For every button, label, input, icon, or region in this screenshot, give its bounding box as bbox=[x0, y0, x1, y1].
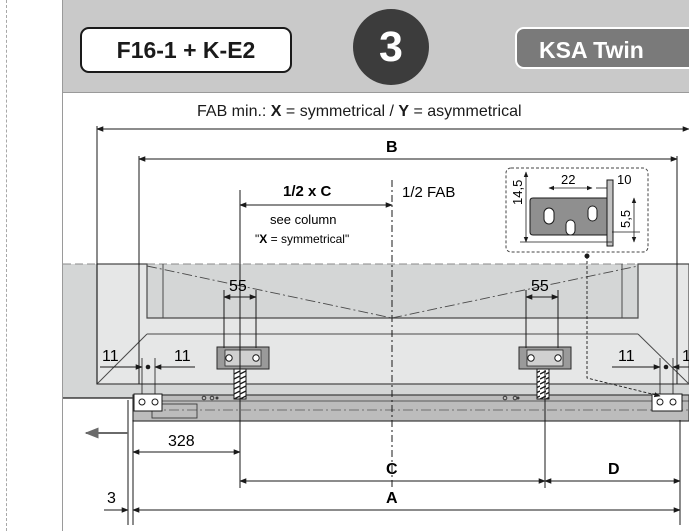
label-see-x: "X = symmetrical" bbox=[255, 232, 349, 246]
label-3: 3 bbox=[107, 490, 116, 507]
caption-y-key: Y bbox=[398, 103, 410, 120]
detail-label-5-5: 5,5 bbox=[618, 210, 633, 228]
symmetry-diagonal-right bbox=[391, 265, 639, 319]
flap-right-bevel bbox=[637, 333, 689, 385]
bracket-detail-part bbox=[529, 179, 614, 247]
dimension-point bbox=[663, 364, 669, 370]
label-11-d: 1 bbox=[682, 348, 689, 365]
rail-hole bbox=[502, 395, 508, 401]
label-a: A bbox=[386, 490, 398, 507]
label-half-fab: 1/2 FAB bbox=[402, 184, 455, 201]
label-c: C bbox=[386, 461, 398, 478]
label-see-column: see column bbox=[270, 212, 336, 227]
product-name-label: KSA Twin bbox=[515, 27, 689, 69]
label-11-c: 11 bbox=[618, 348, 635, 365]
rail-hole bbox=[209, 395, 215, 401]
step-number-badge: 3 bbox=[353, 9, 429, 85]
caption-x-text: = symmetrical / bbox=[281, 103, 399, 120]
end-bracket-left bbox=[133, 393, 163, 412]
caption-prefix: FAB min.: bbox=[197, 103, 271, 120]
caption-x-key: X bbox=[270, 103, 282, 120]
detail-label-14-5: 14,5 bbox=[510, 180, 525, 205]
detail-label-22: 22 bbox=[561, 172, 575, 187]
rail-hole bbox=[215, 396, 219, 400]
label-d: D bbox=[608, 461, 620, 478]
label-55-left: 55 bbox=[229, 278, 247, 295]
caption-y-text: = asymmetrical bbox=[409, 103, 522, 120]
step-frame bbox=[62, 0, 689, 531]
fab-min-caption: FAB min.: X = symmetrical / Y = asymmetr… bbox=[197, 103, 522, 121]
rail-hole bbox=[516, 396, 520, 400]
rail-hole bbox=[201, 395, 207, 401]
label-55-right: 55 bbox=[531, 278, 549, 295]
label-328: 328 bbox=[168, 433, 195, 450]
symmetry-diagonal-left bbox=[146, 265, 393, 319]
detail-label-10: 10 bbox=[617, 172, 631, 187]
label-b: B bbox=[386, 139, 398, 156]
dimension-point bbox=[145, 364, 151, 370]
detail-leader bbox=[586, 256, 661, 398]
detail-leader-dot bbox=[584, 253, 590, 259]
label-11-b: 11 bbox=[174, 348, 191, 365]
label-half-c: 1/2 x C bbox=[283, 183, 332, 200]
mounting-rail bbox=[132, 394, 689, 422]
end-bracket-right bbox=[651, 393, 683, 412]
hinge-right bbox=[518, 346, 572, 400]
page-margin-rule bbox=[6, 0, 7, 531]
label-11-a: 11 bbox=[102, 348, 119, 365]
model-code-label: F16-1 + K-E2 bbox=[80, 27, 292, 73]
